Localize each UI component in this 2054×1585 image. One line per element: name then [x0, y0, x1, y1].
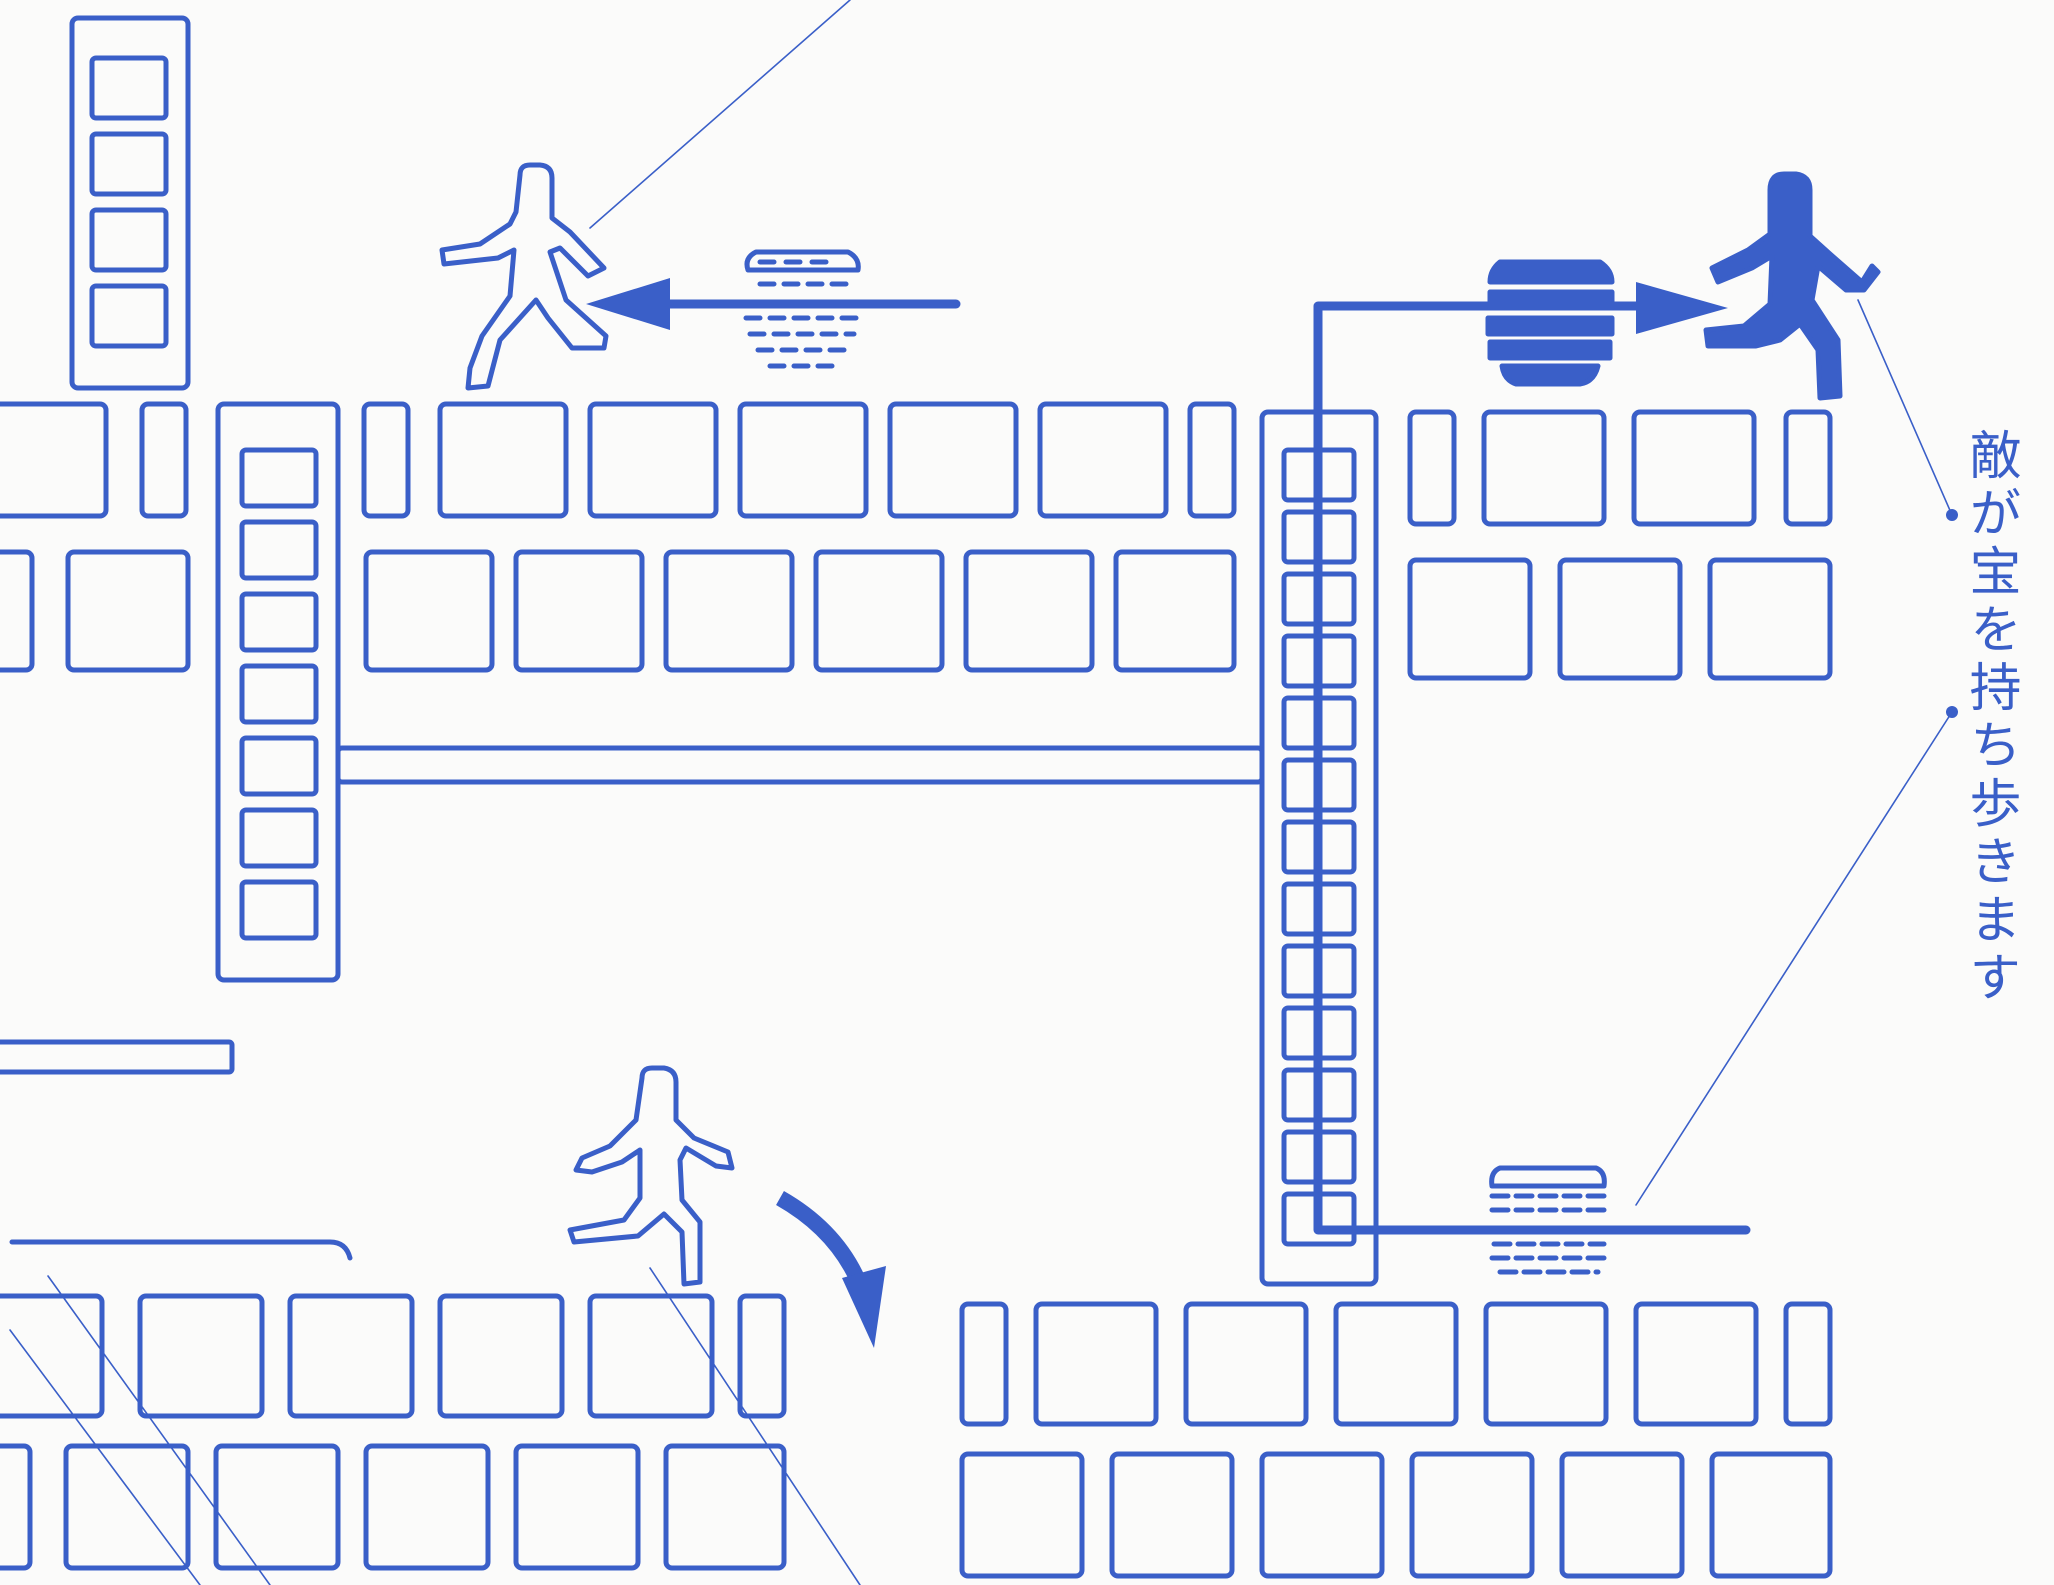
treasure-top-icon [743, 249, 861, 369]
treasure-carried-icon [1485, 259, 1615, 387]
player-runner-top-icon [439, 162, 609, 391]
lower-right-floor-row-2 [959, 1451, 1833, 1579]
lower-right-floor-row-1 [959, 1301, 1833, 1427]
lower-left-floor-row-2 [0, 1443, 787, 1571]
upper-floor-row-1 [0, 401, 1833, 527]
enemy-runner-filled-icon [1703, 171, 1881, 401]
hand-bar [335, 745, 1265, 785]
arrow-left-top [586, 278, 961, 330]
ladder-top-left [69, 15, 191, 391]
callout-lines [9, 0, 1953, 1585]
fall-arrow-icon [776, 1191, 886, 1348]
lower-left-floor-row-1 [0, 1293, 787, 1419]
caption-text: 敵が宝を持ち歩きます [1960, 428, 2020, 1008]
ledge-left [0, 1039, 353, 1261]
player-runner-bottom-icon [567, 1065, 735, 1287]
enemy-carries-treasure-caption: 敵が宝を持ち歩きます [1950, 428, 2030, 1008]
treasure-bottom-icon [1489, 1165, 1609, 1275]
enemy-path [1313, 282, 1751, 1235]
upper-floor-row-2 [0, 549, 1833, 681]
ladder-left [215, 401, 341, 983]
callout-dots [1946, 509, 1958, 718]
